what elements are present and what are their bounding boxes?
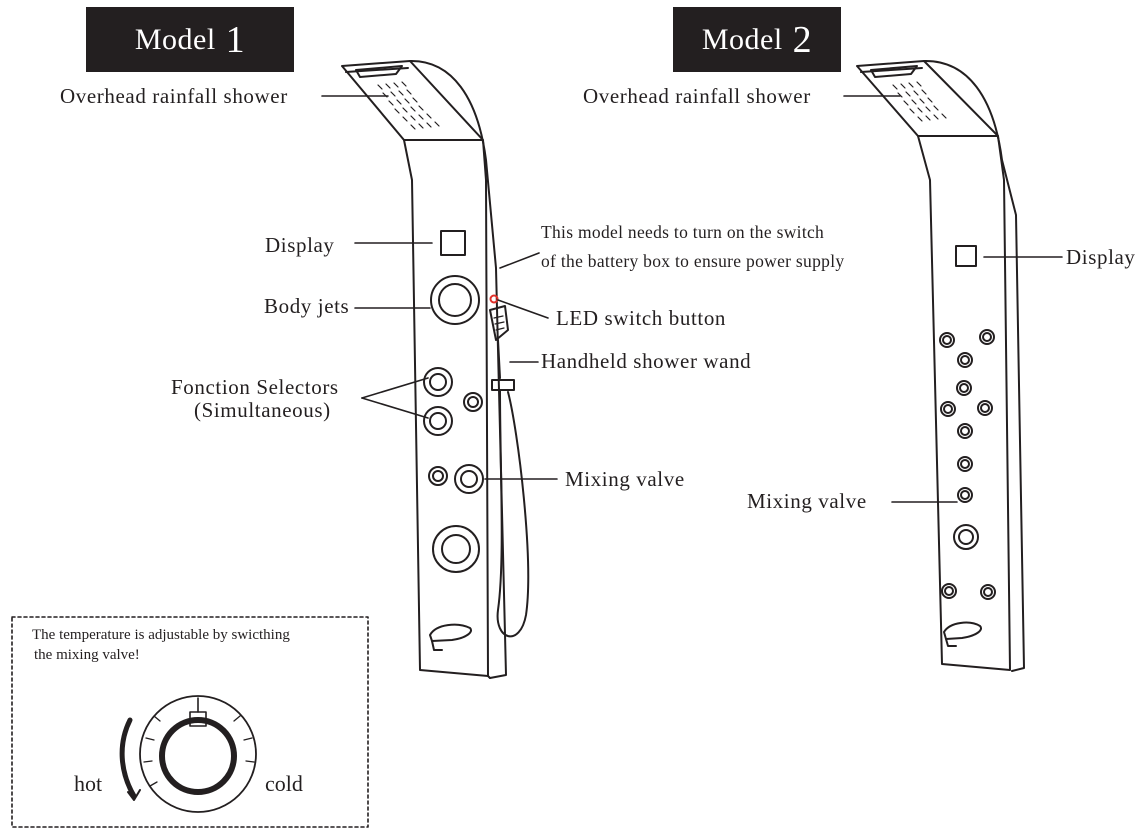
battery-note-line2: of the battery box to ensure power suppl… [541,251,845,271]
model1-panel [341,59,530,679]
handheld-wand-label: Handheld shower wand [541,349,752,373]
model1-label: Model [134,22,216,56]
model2-label: Model [701,22,783,56]
model2-panel [856,59,1025,672]
temperature-box [11,616,369,828]
model2-number: 2 [792,18,813,61]
function-selectors-label: Fonction Selectors [171,375,339,399]
overhead-shower-label-1: Overhead rainfall shower [60,84,288,108]
model1-rain-holes [377,81,440,130]
function-selectors-sublabel: (Simultaneous) [194,398,331,422]
mixing-valve-label-2: Mixing valve [747,489,867,513]
cold-label: cold [265,771,303,796]
model1-badge: Model 1 [86,7,294,72]
model2-rain-holes [892,81,947,122]
model1-display-screen [440,230,466,256]
leader-lines [321,95,1063,503]
hot-label: hot [74,771,103,796]
model2-display-screen [955,245,977,267]
body-jets-label: Body jets [264,294,350,318]
model2-badge: Model 2 [673,7,841,72]
display-label-2: Display [1066,245,1136,269]
temperature-note-line2: the mixing valve! [34,647,140,663]
led-dot [489,294,499,304]
model1-number: 1 [225,18,246,61]
mixing-valve-label-1: Mixing valve [565,467,685,491]
temperature-note-line1: The temperature is adjustable by swicthi… [32,627,290,643]
display-label-1: Display [265,233,335,257]
battery-note-line1: This model needs to turn on the switch [541,222,825,242]
overhead-shower-label-2: Overhead rainfall shower [583,84,811,108]
led-switch-label: LED switch button [556,306,727,330]
